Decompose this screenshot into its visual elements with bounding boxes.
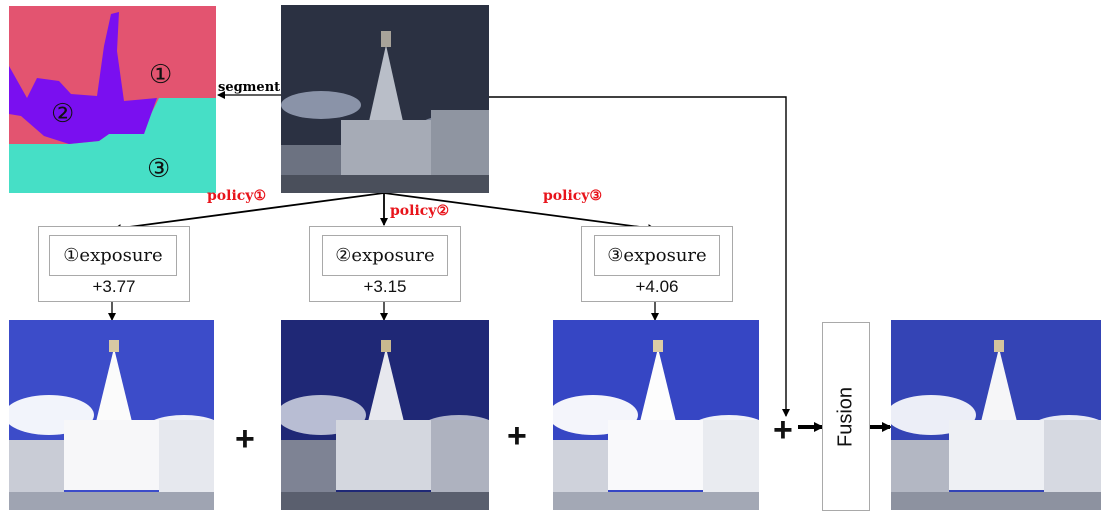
plus-sign-3: + [773, 411, 793, 449]
policy-label-3: policy③ [543, 188, 602, 204]
policy-arrow-3 [383, 192, 656, 233]
exposure-box-1: ①exposure +3.77 [38, 226, 190, 302]
fusion-block: Fusion [822, 322, 870, 511]
region-1-marker: ① [149, 60, 173, 90]
policy-label-2-text: policy [390, 203, 437, 219]
exposure-value-2: +3.15 [363, 277, 407, 296]
exposure-box-2: ②exposure +3.15 [309, 226, 461, 302]
exposure-value-3: +4.06 [635, 277, 679, 296]
policy-label-3-marker: ③ [589, 188, 602, 204]
region-3-marker: ③ [147, 154, 171, 184]
exposed-photo-2 [281, 320, 489, 510]
fusion-label: Fusion [834, 386, 857, 447]
segmentation-map: ① ② ③ [9, 6, 216, 193]
policy-label-2-marker: ② [436, 203, 449, 219]
exposure-label-1: ①exposure [49, 235, 177, 276]
policy-arrow-1 [113, 192, 385, 233]
policy-label-1-text: policy [207, 188, 254, 204]
policy-label-3-text: policy [543, 188, 590, 204]
policy-label-2: policy② [390, 203, 449, 219]
exposed-photo-1 [9, 320, 214, 510]
skip-connection-arrow [489, 96, 790, 417]
fused-output-photo [891, 320, 1101, 510]
region-3-fill [9, 98, 216, 193]
plus-sign-2: + [507, 417, 527, 455]
policy-label-1: policy① [207, 188, 266, 204]
exposure-label-2: ②exposure [322, 235, 448, 276]
input-photo [281, 5, 489, 193]
plus-sign-1: + [235, 420, 255, 458]
exposure-value-1: +3.77 [92, 277, 136, 296]
region-2-marker: ② [51, 99, 75, 129]
policy-label-1-marker: ① [253, 188, 266, 204]
exposed-photo-3 [553, 320, 759, 510]
exposure-box-3: ③exposure +4.06 [581, 226, 733, 302]
segment-label: segment [218, 80, 281, 95]
region-2-fill [9, 12, 157, 144]
exposure-label-3: ③exposure [594, 235, 720, 276]
